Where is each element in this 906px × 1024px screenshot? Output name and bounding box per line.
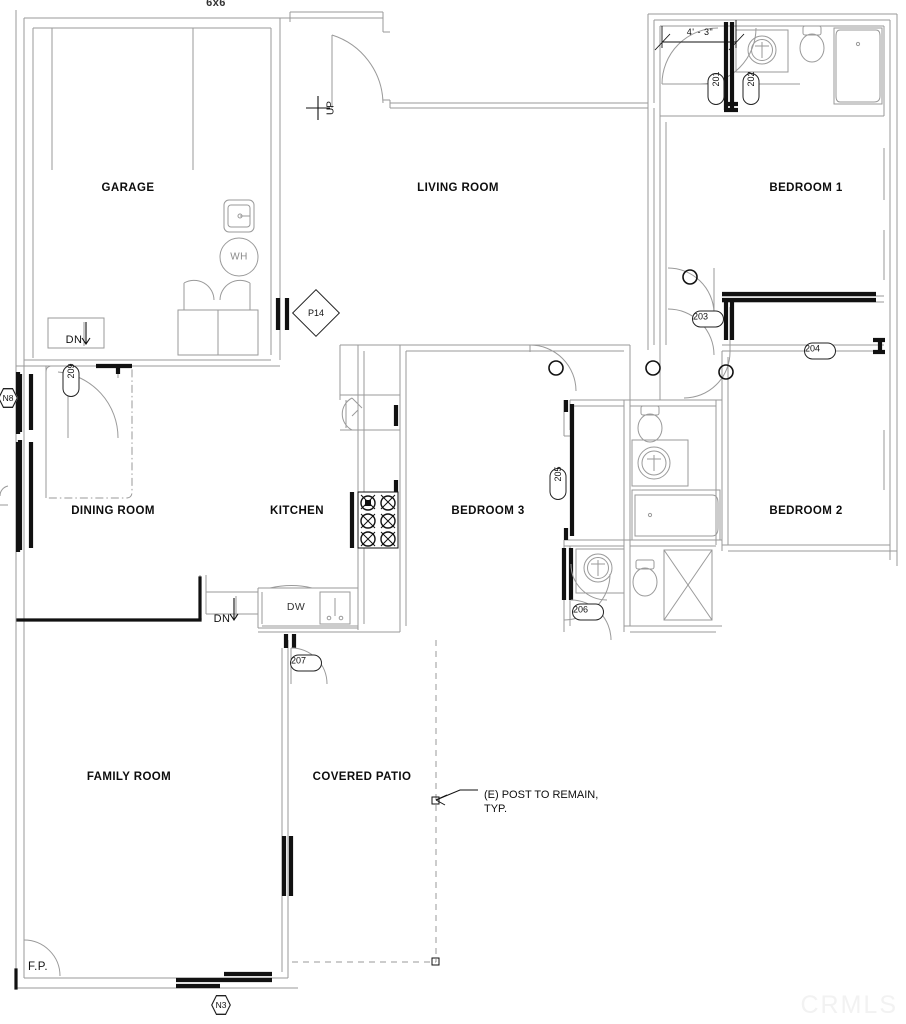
door-tag-207-text: 207: [291, 655, 307, 666]
room-label-living-room: LIVING ROOM: [417, 182, 499, 194]
post-annotation-line2: TYP.: [484, 802, 508, 815]
door-tag-206[interactable]: 206: [572, 603, 604, 621]
window-tag-n8-text: N8: [2, 393, 14, 403]
stairs-down-label-kitchen: DN: [213, 613, 231, 625]
room-label-kitchen: KITCHEN: [270, 505, 324, 517]
door-tag-207[interactable]: 207: [290, 654, 322, 672]
door-tag-201-text: 201: [711, 71, 721, 87]
door-tag-205[interactable]: 205: [549, 466, 567, 500]
door-tag-206-text: 206: [573, 604, 589, 615]
door-tag-209[interactable]: 209: [62, 363, 80, 397]
door-tag-202-text: 202: [746, 71, 756, 87]
water-heater-label: WH: [230, 251, 248, 263]
room-label-bedroom-1: BEDROOM 1: [769, 182, 843, 194]
window-tag-n3[interactable]: N3: [211, 995, 231, 1015]
door-tag-205-text: 205: [553, 466, 563, 482]
stairs-down-label-garage: DN: [65, 334, 83, 346]
room-label-covered-patio: COVERED PATIO: [312, 771, 412, 783]
door-tag-203[interactable]: 203: [692, 310, 724, 328]
dimension-4-3: 4' - 3": [686, 27, 714, 37]
thin-structure-lines: [0, 10, 898, 989]
window-tag-n3-text: N3: [215, 1000, 227, 1010]
door-tag-201[interactable]: 201: [707, 71, 725, 105]
door-tag-204[interactable]: 204: [804, 342, 836, 360]
post-annotation-line1: (E) POST TO REMAIN,: [484, 789, 599, 801]
room-label-family-room: FAMILY ROOM: [86, 771, 172, 783]
window-tag-n8[interactable]: N8: [0, 388, 18, 408]
room-label-bedroom-3: BEDROOM 3: [451, 505, 525, 517]
dimension-line: [654, 20, 745, 51]
room-label-bedroom-2: BEDROOM 2: [769, 505, 843, 517]
door-tag-204-text: 204: [805, 343, 821, 354]
door-tag-209-text: 209: [66, 363, 76, 379]
post-annotation: (E) POST TO REMAIN, TYP.: [484, 789, 598, 817]
door-tag-202[interactable]: 202: [742, 71, 760, 105]
post-tag-p14[interactable]: P14: [291, 288, 341, 338]
heavy-walls: [14, 576, 202, 990]
crmls-watermark: CRMLS: [800, 991, 898, 1019]
range-cooktop: [357, 491, 399, 549]
fireplace-label: F.P.: [28, 961, 48, 973]
post-tag-p14-text: P14: [307, 308, 324, 318]
dimension-6x6: 6x6: [206, 0, 226, 9]
dishwasher-label: DW: [286, 601, 306, 613]
door-tag-203-text: 203: [693, 311, 709, 322]
room-label-garage: GARAGE: [101, 182, 155, 194]
room-label-dining-room: DINING ROOM: [71, 505, 155, 517]
door-jambs-and-openings: [15, 22, 885, 989]
